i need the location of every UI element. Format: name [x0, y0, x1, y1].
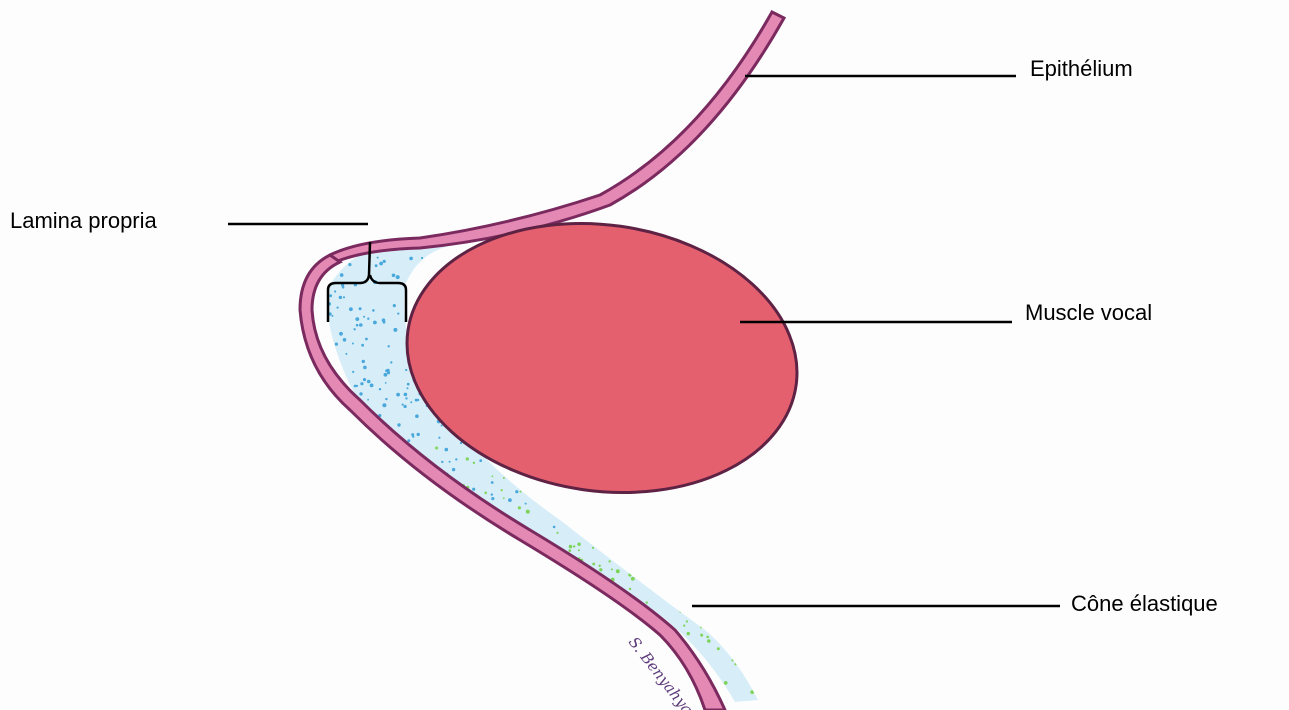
label-lamina-propria: Lamina propria	[10, 210, 157, 232]
label-muscle-vocal: Muscle vocal	[1025, 302, 1152, 324]
label-epithelium: Epithélium	[1030, 58, 1133, 80]
label-cone-elastique: Cône élastique	[1071, 593, 1218, 615]
